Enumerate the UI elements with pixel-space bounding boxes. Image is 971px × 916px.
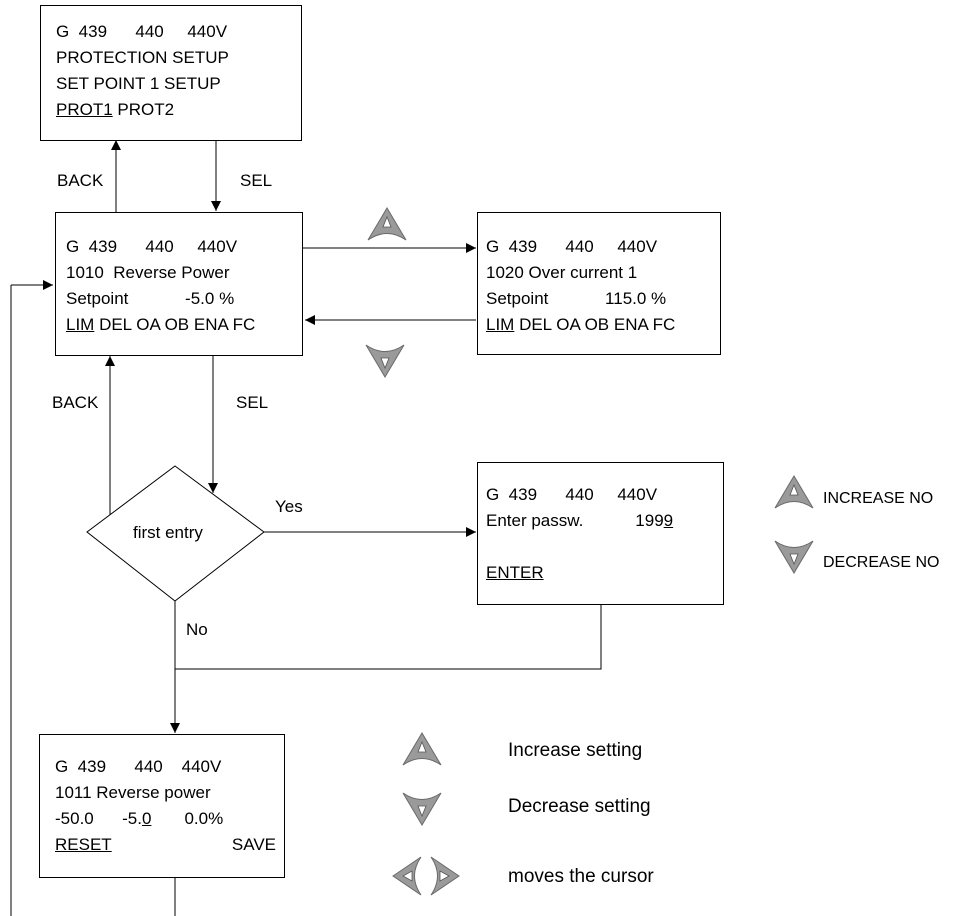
menu-options[interactable]: DEL OA OB ENA FC	[514, 315, 676, 334]
down-arrow-key-icon[interactable]	[365, 344, 405, 378]
enter-button[interactable]: ENTER	[486, 563, 544, 582]
cursor-right-icon	[430, 856, 460, 896]
over-current-screen: G 439 440 440V 1020 Over current 1 Setpo…	[477, 212, 721, 355]
decrease-no-icon	[774, 540, 814, 574]
screen-menu: RESET SAVE	[55, 832, 276, 858]
screen-subtitle: SET POINT 1 SETUP	[56, 74, 221, 93]
password-return-line	[175, 605, 602, 670]
increase-no-label: INCREASE NO	[823, 490, 934, 507]
back-label: BACK	[57, 171, 104, 190]
screen-menu: PROT1 PROT2	[56, 97, 301, 123]
password-line: Enter passw. 1999	[486, 508, 723, 534]
menu-prot2[interactable]: PROT2	[112, 100, 175, 119]
password-screen: G 439 440 440V Enter passw. 1999 ENTER	[477, 462, 724, 605]
no-label: No	[186, 620, 208, 639]
screen-header: G 439 440 440V	[66, 237, 238, 256]
increase-no-icon	[774, 475, 814, 509]
menu-lim[interactable]: LIM	[66, 315, 95, 334]
screen-menu: LIM DEL OA OB ENA FC	[66, 312, 302, 338]
protection-setup-screen: G 439 440 440V PROTECTION SETUP SET POIN…	[40, 5, 302, 141]
screen-menu: ENTER	[486, 560, 723, 586]
decrease-setting-icon	[402, 792, 442, 826]
screen-title: 1010 Reverse Power	[66, 263, 230, 282]
setpoint-line: Setpoint 115.0 %	[486, 289, 667, 308]
decrease-no-label: DECREASE NO	[823, 554, 940, 571]
menu-prot1[interactable]: PROT1	[56, 100, 113, 119]
reset-button[interactable]: RESET	[55, 835, 112, 854]
value-range-line: -50.0 -5.0 0.0%	[55, 806, 276, 832]
up-arrow-key-icon[interactable]	[367, 207, 407, 241]
password-cursor-digit[interactable]: 9	[663, 511, 674, 530]
increase-setting-icon	[402, 732, 442, 766]
cursor-left-icon	[392, 856, 422, 896]
setpoint-line: Setpoint -5.0 %	[66, 289, 235, 308]
menu-lim[interactable]: LIM	[486, 315, 515, 334]
screen-header: G 439 440 440V	[486, 485, 658, 504]
screen-header: G 439 440 440V	[486, 237, 658, 256]
screen-title: 1020 Over current 1	[486, 263, 638, 282]
password-label: Enter passw. 199	[486, 511, 664, 530]
decision-label: first entry	[133, 523, 203, 542]
menu-options[interactable]: DEL OA OB ENA FC	[94, 315, 256, 334]
screen-menu: LIM DEL OA OB ENA FC	[486, 312, 720, 338]
reverse-power-screen: G 439 440 440V 1010 Reverse Power Setpoi…	[55, 212, 303, 356]
screen-title: 1011 Reverse power	[55, 783, 211, 802]
max-value: 0.0%	[151, 809, 224, 828]
value-cursor-digit[interactable]: 0	[141, 809, 152, 828]
moves-cursor-label: moves the cursor	[508, 866, 654, 887]
screen-title: PROTECTION SETUP	[56, 48, 229, 67]
sel-label: SEL	[240, 171, 273, 190]
back-label: BACK	[52, 393, 99, 412]
decrease-setting-label: Decrease setting	[508, 796, 651, 817]
screen-header: G 439 440 440V	[56, 22, 228, 41]
increase-setting-label: Increase setting	[508, 740, 643, 761]
reverse-power-edit-screen: G 439 440 440V 1011 Reverse power -50.0 …	[39, 734, 285, 878]
yes-label: Yes	[275, 497, 303, 516]
min-value: -50.0 -5.	[55, 809, 142, 828]
screen-header: G 439 440 440V	[55, 757, 222, 776]
save-button[interactable]: SAVE	[231, 835, 276, 854]
blank-line	[486, 534, 723, 560]
sel-label: SEL	[236, 393, 269, 412]
